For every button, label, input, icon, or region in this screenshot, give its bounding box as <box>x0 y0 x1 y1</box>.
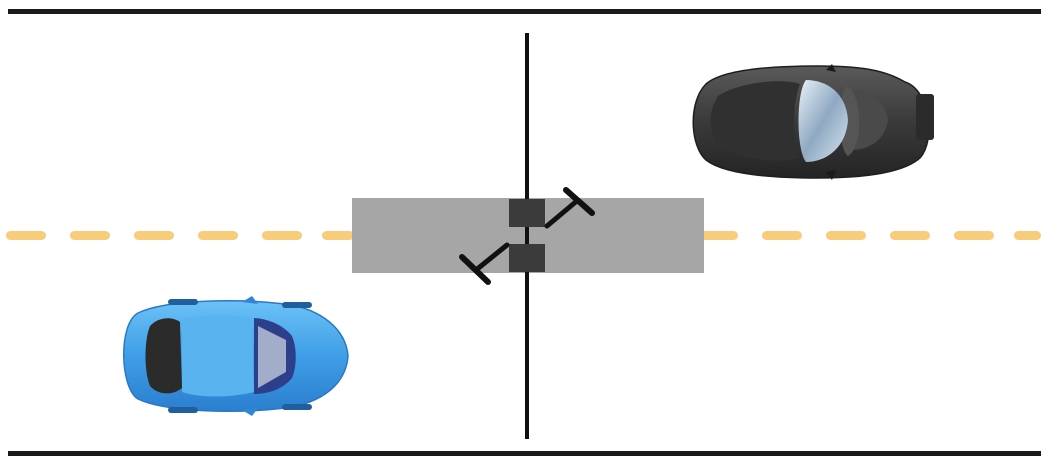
road-edge-bottom <box>8 451 1041 456</box>
black-car <box>692 64 934 180</box>
blue-car <box>123 296 349 416</box>
sensor-mount-lower <box>473 242 510 273</box>
sensor-block-lower <box>509 244 545 272</box>
sensor-block-upper <box>509 199 545 227</box>
sensor-unit-upper <box>509 187 595 229</box>
sensor-unit-lower <box>459 242 545 285</box>
sensor-head-lower <box>459 254 491 285</box>
center-line-left <box>6 231 354 240</box>
divider-line <box>525 33 529 439</box>
sensor-mount-upper <box>544 197 581 229</box>
road-edge-top <box>8 9 1041 14</box>
sensor-head-upper <box>563 187 595 216</box>
center-line-right <box>700 231 1041 240</box>
